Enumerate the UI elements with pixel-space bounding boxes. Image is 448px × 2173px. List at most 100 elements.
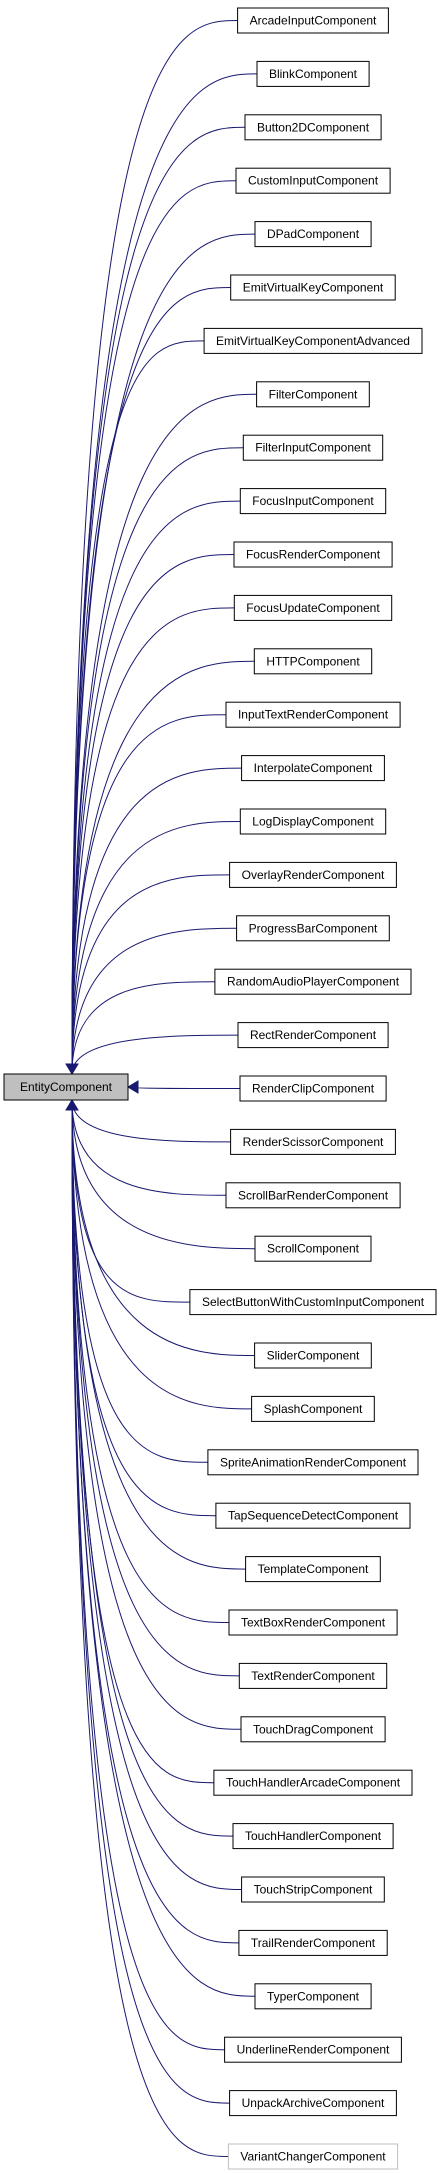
node-focusupdatecomponent[interactable]: FocusUpdateComponent bbox=[233, 594, 393, 621]
node-label: RandomAudioPlayerComponent bbox=[227, 975, 400, 989]
edge-overlayrendercomponent bbox=[71, 874, 230, 1075]
node-renderclipcomponent[interactable]: RenderClipComponent bbox=[239, 1075, 387, 1102]
node-touchhandlercomponent[interactable]: TouchHandlerComponent bbox=[232, 1823, 394, 1850]
node-box[interactable] bbox=[203, 327, 423, 354]
node-textrendercomponent[interactable]: TextRenderComponent bbox=[238, 1662, 388, 1689]
edge-interpolatecomponent bbox=[71, 767, 242, 1075]
node-slidercomponent[interactable]: SliderComponent bbox=[254, 1342, 372, 1369]
node-blinkcomponent[interactable]: BlinkComponent bbox=[256, 60, 370, 87]
node-label: TouchHandlerArcadeComponent bbox=[226, 1776, 401, 1790]
node-box[interactable] bbox=[242, 434, 384, 461]
node-box[interactable] bbox=[239, 488, 387, 515]
edge-focusupdatecomponent bbox=[71, 607, 235, 1075]
node-box[interactable] bbox=[238, 1662, 388, 1689]
node-progressbarcomponent[interactable]: ProgressBarComponent bbox=[236, 915, 390, 942]
node-unpackarchivecomponent[interactable]: UnpackArchiveComponent bbox=[229, 2090, 397, 2117]
node-label: FilterComponent bbox=[269, 387, 358, 401]
node-typercomponent[interactable]: TyperComponent bbox=[254, 1983, 372, 2010]
edge-touchhandlerarcadecomponent bbox=[71, 1099, 214, 1784]
node-box[interactable] bbox=[230, 274, 396, 301]
node-box[interactable] bbox=[256, 60, 370, 87]
base-node-box[interactable] bbox=[3, 1073, 129, 1101]
node-label: TemplateComponent bbox=[258, 1562, 369, 1576]
node-box[interactable] bbox=[232, 1823, 394, 1850]
node-box[interactable] bbox=[229, 2090, 397, 2117]
node-touchstripcomponent[interactable]: TouchStripComponent bbox=[241, 1876, 385, 1903]
node-box[interactable] bbox=[189, 1289, 437, 1316]
node-filterinputcomponent[interactable]: FilterInputComponent bbox=[242, 434, 384, 461]
edge-textboxrendercomponent bbox=[71, 1099, 229, 1623]
node-box[interactable] bbox=[245, 1556, 381, 1583]
node-touchdragcomponent[interactable]: TouchDragComponent bbox=[240, 1716, 386, 1743]
node-scrollcomponent[interactable]: ScrollComponent bbox=[254, 1235, 372, 1262]
node-box[interactable] bbox=[225, 701, 401, 728]
node-focusinputcomponent[interactable]: FocusInputComponent bbox=[239, 488, 387, 515]
node-scrollbarrendercomponent[interactable]: ScrollBarRenderComponent bbox=[225, 1182, 401, 1209]
node-box[interactable] bbox=[213, 1769, 413, 1796]
node-box[interactable] bbox=[256, 381, 370, 408]
node-box[interactable] bbox=[235, 167, 391, 194]
edge-textrendercomponent bbox=[71, 1099, 240, 1677]
node-splashcomponent[interactable]: SplashComponent bbox=[251, 1395, 375, 1422]
node-renderscissorcomponent[interactable]: RenderScissorComponent bbox=[230, 1128, 396, 1155]
node-httpcomponent[interactable]: HTTPComponent bbox=[253, 648, 373, 675]
node-box[interactable] bbox=[241, 1876, 385, 1903]
node-box[interactable] bbox=[237, 7, 389, 34]
node-box[interactable] bbox=[254, 1983, 372, 2010]
node-emitvirtualkeycomponentadvanced[interactable]: EmitVirtualKeyComponentAdvanced bbox=[203, 327, 423, 354]
node-box[interactable] bbox=[240, 1716, 386, 1743]
node-box[interactable] bbox=[253, 648, 373, 675]
node-box[interactable] bbox=[241, 755, 385, 782]
node-box[interactable] bbox=[239, 808, 387, 835]
node-box[interactable] bbox=[207, 1449, 419, 1476]
node-focusrendercomponent[interactable]: FocusRenderComponent bbox=[233, 541, 393, 568]
node-box[interactable] bbox=[230, 1128, 396, 1155]
node-box[interactable] bbox=[237, 1022, 389, 1049]
node-button2dcomponent[interactable]: Button2DComponent bbox=[244, 114, 382, 141]
node-rectrendercomponent[interactable]: RectRenderComponent bbox=[237, 1022, 389, 1049]
node-box[interactable] bbox=[229, 861, 397, 888]
node-box[interactable] bbox=[227, 2143, 399, 2170]
node-underlinerendercomponent[interactable]: UnderlineRenderComponent bbox=[224, 2036, 402, 2063]
node-filtercomponent[interactable]: FilterComponent bbox=[256, 381, 370, 408]
node-dpadcomponent[interactable]: DPadComponent bbox=[254, 221, 372, 248]
node-box[interactable] bbox=[238, 1929, 388, 1956]
node-emitvirtualkeycomponent[interactable]: EmitVirtualKeyComponent bbox=[230, 274, 396, 301]
node-trailrendercomponent[interactable]: TrailRenderComponent bbox=[238, 1929, 388, 1956]
node-box[interactable] bbox=[251, 1395, 375, 1422]
node-box[interactable] bbox=[244, 114, 382, 141]
node-overlayrendercomponent[interactable]: OverlayRenderComponent bbox=[229, 861, 397, 888]
node-box[interactable] bbox=[239, 1075, 387, 1102]
node-label: EmitVirtualKeyComponent bbox=[243, 281, 384, 295]
node-label: InterpolateComponent bbox=[254, 761, 373, 775]
base-node-entitycomponent[interactable]: EntityComponent bbox=[3, 1073, 129, 1101]
node-tapsequencedetectcomponent[interactable]: TapSequenceDetectComponent bbox=[215, 1502, 411, 1529]
node-box[interactable] bbox=[228, 1609, 398, 1636]
node-box[interactable] bbox=[233, 594, 393, 621]
node-box[interactable] bbox=[225, 1182, 401, 1209]
node-box[interactable] bbox=[233, 541, 393, 568]
node-box[interactable] bbox=[236, 915, 390, 942]
node-selectbuttonwithcustominputcomponent[interactable]: SelectButtonWithCustomInputComponent bbox=[189, 1289, 437, 1316]
node-touchhandlerarcadecomponent[interactable]: TouchHandlerArcadeComponent bbox=[213, 1769, 413, 1796]
node-interpolatecomponent[interactable]: InterpolateComponent bbox=[241, 755, 385, 782]
node-label: TrailRenderComponent bbox=[251, 1936, 376, 1950]
node-custominputcomponent[interactable]: CustomInputComponent bbox=[235, 167, 391, 194]
node-label: SelectButtonWithCustomInputComponent bbox=[202, 1295, 425, 1309]
node-textboxrendercomponent[interactable]: TextBoxRenderComponent bbox=[228, 1609, 398, 1636]
node-randomaudioplayercomponent[interactable]: RandomAudioPlayerComponent bbox=[214, 968, 412, 995]
node-box[interactable] bbox=[254, 1342, 372, 1369]
node-arcadeinputcomponent[interactable]: ArcadeInputComponent bbox=[237, 7, 389, 34]
node-spriteanimationrendercomponent[interactable]: SpriteAnimationRenderComponent bbox=[207, 1449, 419, 1476]
node-templatecomponent[interactable]: TemplateComponent bbox=[245, 1556, 381, 1583]
class-nodes: EntityComponent ArcadeInputComponentBlin… bbox=[3, 7, 437, 2170]
node-box[interactable] bbox=[254, 1235, 372, 1262]
node-inputtextrendercomponent[interactable]: InputTextRenderComponent bbox=[225, 701, 401, 728]
node-box[interactable] bbox=[224, 2036, 402, 2063]
node-box[interactable] bbox=[215, 1502, 411, 1529]
node-box[interactable] bbox=[254, 221, 372, 248]
node-box[interactable] bbox=[214, 968, 412, 995]
node-logdisplaycomponent[interactable]: LogDisplayComponent bbox=[239, 808, 387, 835]
node-variantchangercomponent[interactable]: VariantChangerComponent bbox=[227, 2143, 399, 2170]
edge-spriteanimationrendercomponent bbox=[71, 1099, 208, 1463]
